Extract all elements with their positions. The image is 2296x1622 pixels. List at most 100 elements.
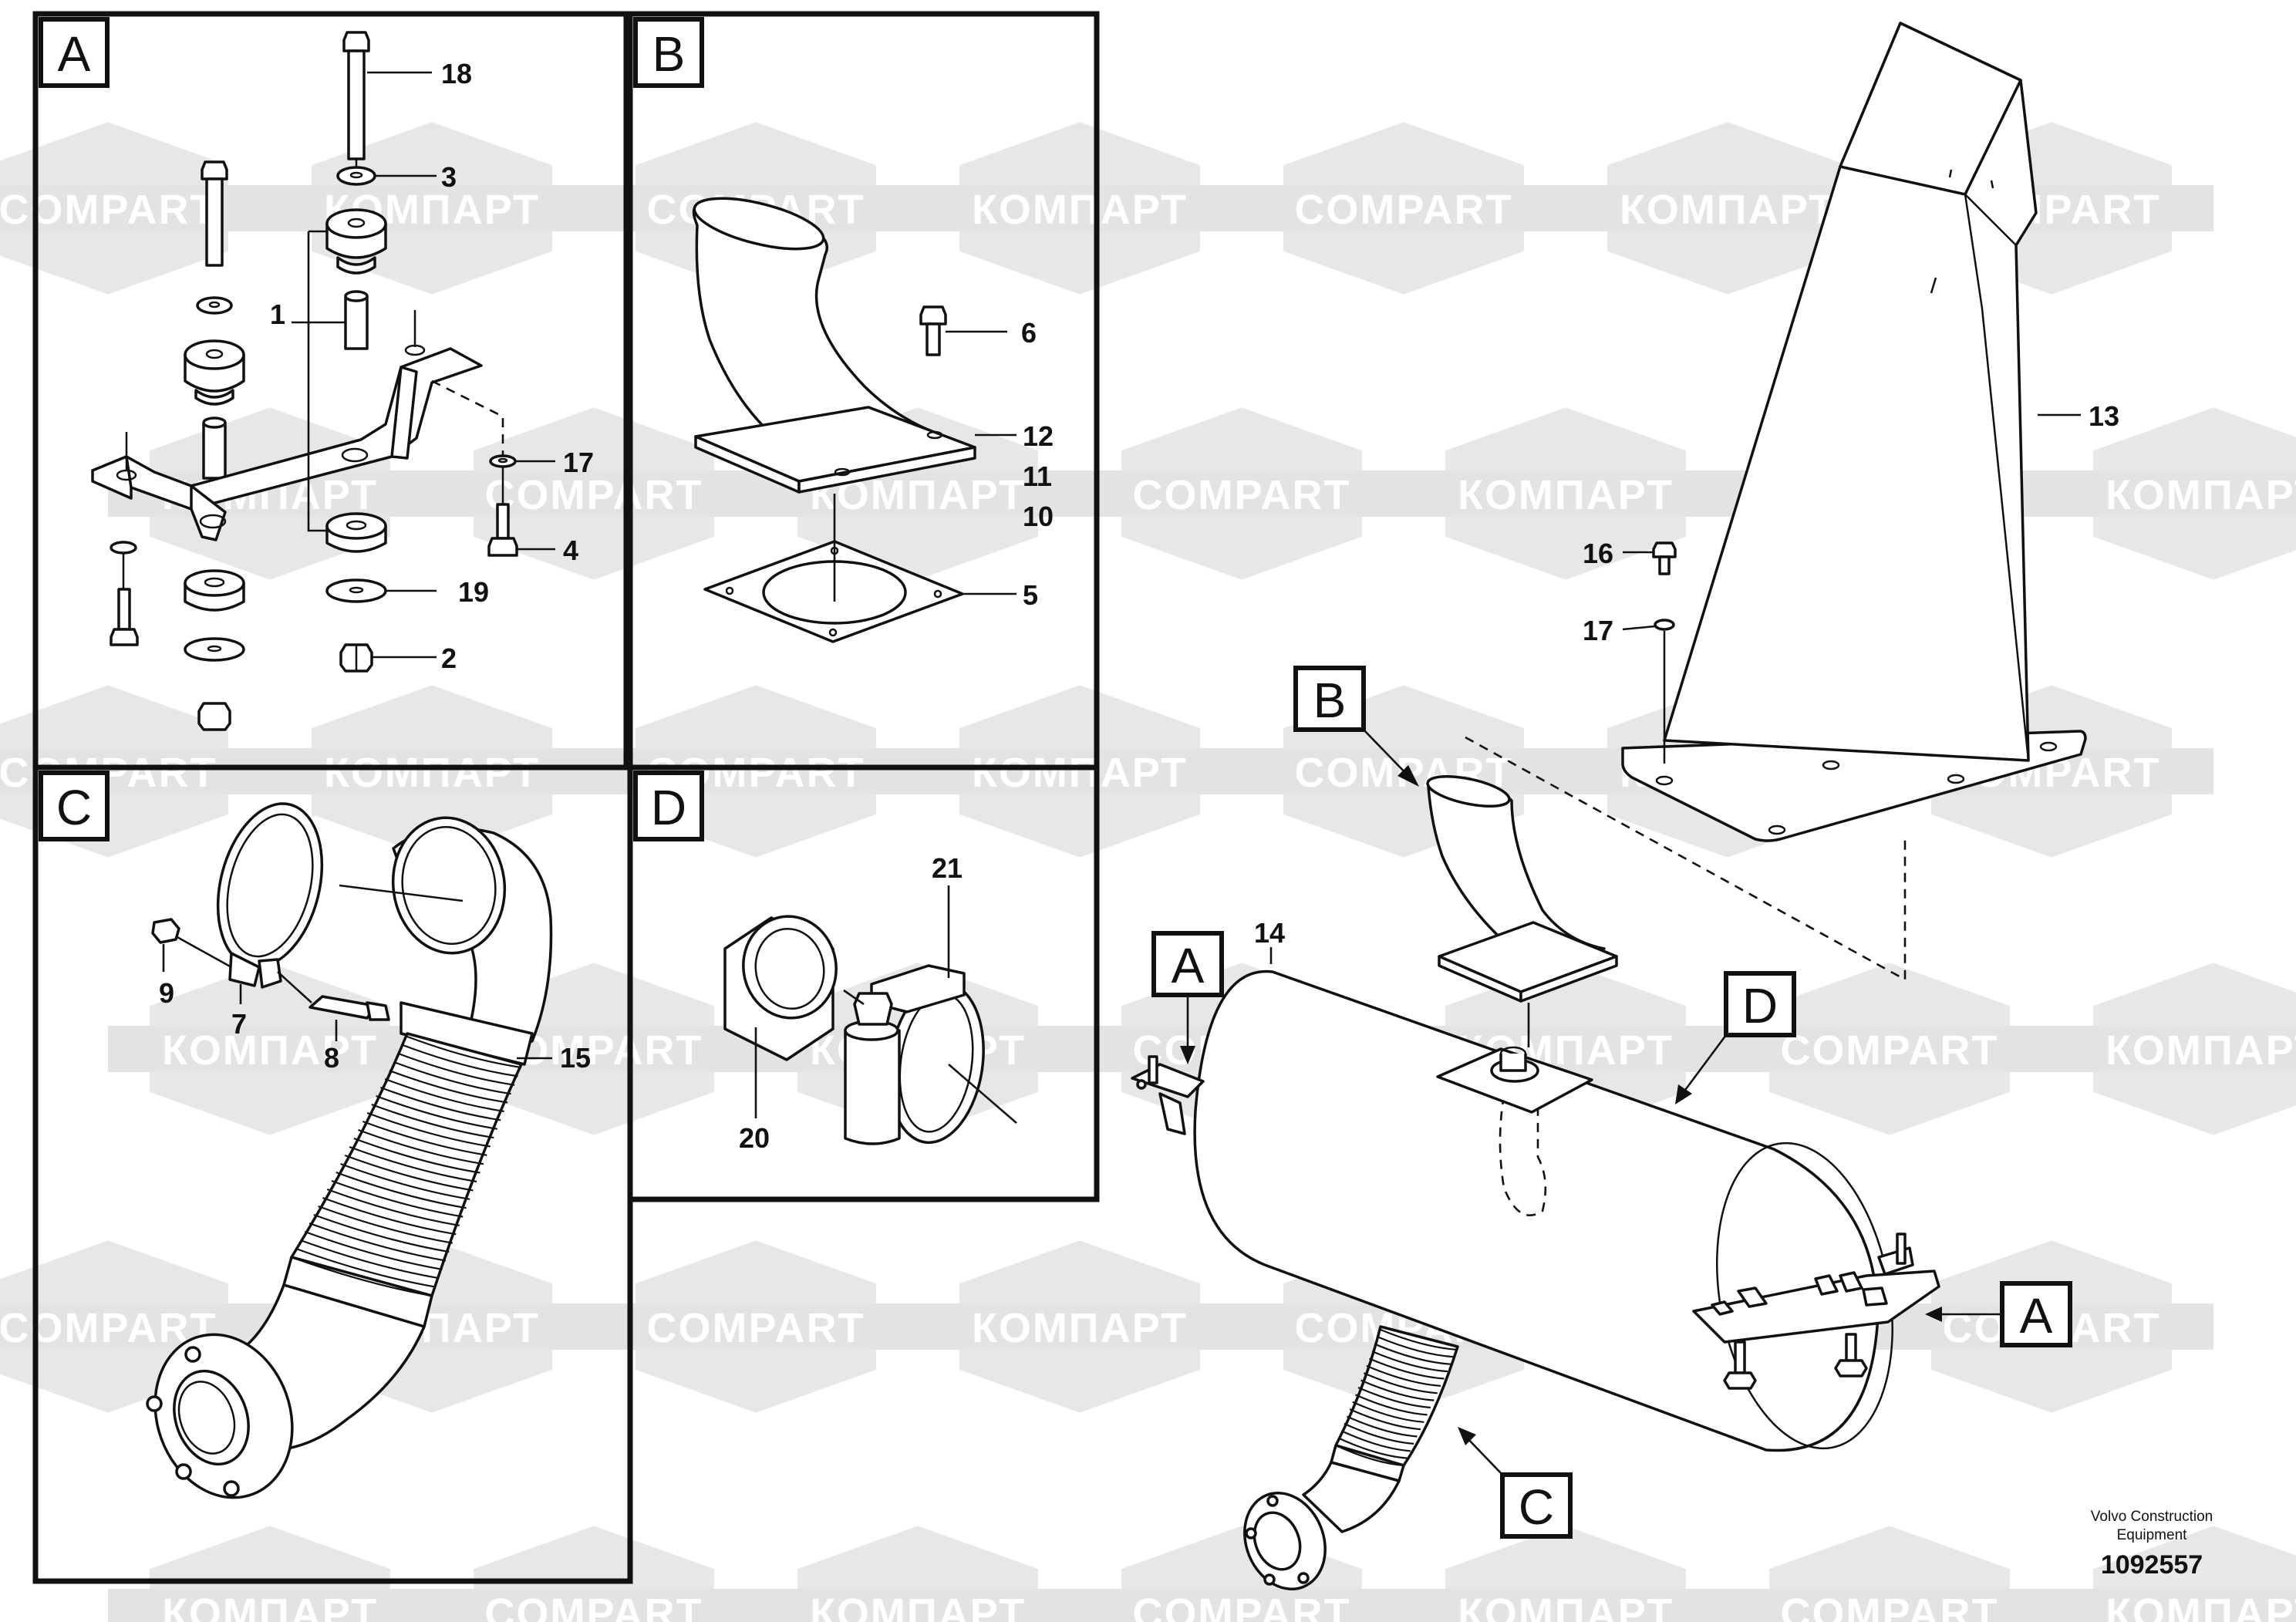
callout-9: 9 [159,977,174,1009]
corrugation-rib [1371,1351,1448,1373]
assembly-tag-c: C [1458,1427,1573,1539]
watermark-text: COMPART [1295,187,1513,233]
corrugation-rib [1335,1445,1404,1467]
watermark-text: КОМПАРТ [324,750,540,796]
corrugation-rib [1363,1372,1438,1394]
callout-14: 14 [1254,917,1285,949]
callout-10: 10 [1023,501,1054,532]
washer-17b [1654,619,1675,631]
watermark-band [270,185,594,231]
watermark-band [432,470,756,517]
corrugation-rib [344,1154,474,1192]
corrugation-rib [1360,1379,1435,1401]
panel-c-letter: C [56,780,92,835]
watermark-text: КОМПАРТ [972,750,1188,796]
watermark-band [1404,1589,1728,1622]
panel-a-bracket-assembly: 18 3 1 17 4 19 2 [91,31,594,731]
watermark-text: КОМПАРТ [162,1590,378,1622]
watermark-band [0,185,270,231]
watermark-text: КОМПАРТ [162,1027,378,1074]
watermark-text: КОМПАРТ [810,1590,1026,1622]
corrugation-rib [340,1162,470,1200]
panel-frames [32,11,1100,1584]
corrugation-rib [322,1196,457,1236]
assembly-tag-c-letter: C [1519,1479,1554,1535]
corrugation-rib [393,1061,511,1095]
watermark-text: COMPART [1133,1590,1351,1622]
callout-8: 8 [324,1042,339,1074]
corrugation-rib [291,1256,433,1297]
watermark-band [1080,1589,1404,1622]
corrugation-rib [358,1128,484,1165]
bolt-18 [342,31,370,160]
nut-lower-left [197,702,231,731]
callout-18: 18 [441,58,472,89]
corrugation-rib [384,1077,504,1112]
corrugation-rib [313,1213,450,1253]
corrugation-rib [349,1145,477,1183]
exhaust-stack-13 [1621,22,2087,842]
watermark-text: КОМПАРТ [2106,1027,2296,1074]
washer-small-left [110,541,137,555]
callout-17-a: 17 [563,447,594,478]
watermark-text: КОМПАРТ [2106,1590,2296,1622]
washer-19 [325,578,387,603]
assembly-elbow [1426,774,1618,1003]
sleeve-20 [723,915,838,1061]
watermark-band [1404,470,1728,517]
main-assembly: 13 16 17 [1131,22,2119,1590]
watermark-text: COMPART [485,472,703,518]
corrugation-rib [331,1179,464,1218]
callout-19: 19 [458,576,489,608]
watermark-text: COMPART [1781,1590,1999,1622]
nut-2 [339,643,373,673]
footer-drawing-number: 1092557 [2101,1550,2203,1580]
assembly-bracket-right [1692,1233,1940,1390]
corrugation-rib [1357,1386,1431,1409]
callout-20: 20 [739,1122,770,1154]
corrugation-rib [308,1222,446,1262]
corrugation-rib [1377,1336,1455,1358]
panel-b-letter: B [652,26,686,82]
corrugation-rib [1354,1394,1428,1416]
assembly-flex-corrugations [1335,1328,1458,1467]
panel-d-frame [627,764,1100,1202]
corrugation-rib [389,1069,508,1104]
flange-plate-12 [694,406,976,494]
corrugation-rib [300,1239,440,1280]
watermark-text: COMPART [1133,472,1351,518]
assembly-tag-a-left-letter: A [1172,938,1205,993]
bolt-left-upper [201,160,228,267]
watermark-text: КОМПАРТ [1620,187,1836,233]
watermark-text: КОМПАРТ [972,1305,1188,1351]
watermark-band [270,748,594,794]
corrugation-rib [1380,1328,1458,1351]
bolt-16 [1652,541,1677,575]
callout-15: 15 [560,1042,591,1074]
corrugation-rib [366,1111,491,1148]
callout-21: 21 [932,852,963,884]
corrugation-rib [353,1137,480,1174]
assembly-tag-a-right-letter: A [2020,1288,2053,1344]
mounting-bracket-1 [91,310,483,541]
watermark-band [918,1303,1242,1350]
bolt-small-left [110,588,139,646]
callout-3: 3 [441,161,457,193]
callout-12: 12 [1023,420,1054,452]
bolt-6 [919,305,947,356]
callout-16: 16 [1583,538,1613,569]
corrugation-rib [335,1171,467,1209]
corrugation-rib [1374,1343,1451,1365]
callout-17-b: 17 [1583,615,1613,646]
watermark-band [918,185,1242,231]
washer-3 [336,166,376,186]
corrugation-rib [1366,1364,1441,1387]
footer-company-line1: Volvo Construction [2091,1509,2213,1525]
sleeve-left [202,416,227,480]
corrugation-rib [398,1052,515,1086]
callout-13: 13 [2089,400,2119,432]
washer-left-upper [196,296,233,315]
muffler-inlet-flange [1436,1046,1593,1114]
assembly-tag-a-right: A [1925,1281,2072,1347]
